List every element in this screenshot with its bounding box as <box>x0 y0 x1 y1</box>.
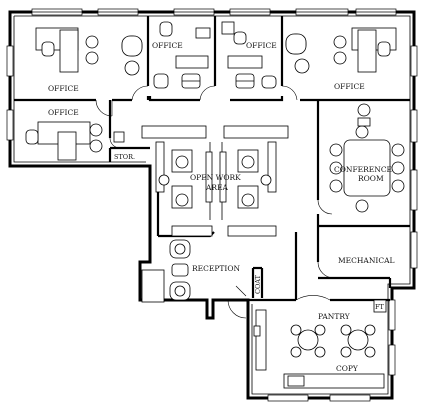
label-open-work-area-1: OPEN WORK <box>190 173 241 182</box>
room-labels: OFFICE OFFICE OFFICE OFFICE OFFICE STOR.… <box>48 41 395 373</box>
label-office-mid-left: OFFICE <box>48 108 79 117</box>
office-top-mid-right-furniture <box>221 21 277 89</box>
office-mid-left-furniture <box>25 121 125 161</box>
label-mechanical: MECHANICAL <box>338 256 395 265</box>
label-office-top-mid-right: OFFICE <box>246 41 277 50</box>
pantry-furniture <box>253 299 387 389</box>
label-pantry: PANTRY <box>318 312 351 321</box>
conference-room-furniture <box>329 103 405 213</box>
label-reception: RECEPTION <box>192 264 240 273</box>
label-office-top-mid-left: OFFICE <box>152 41 183 50</box>
label-storage: STOR. <box>114 153 135 161</box>
label-conference-2: ROOM <box>358 174 384 183</box>
label-pantry-fixture: FT <box>375 303 385 311</box>
label-office-top-left: OFFICE <box>48 84 79 93</box>
label-conference-1: CONFERENCE <box>334 165 392 174</box>
label-copy: COPY <box>336 364 359 373</box>
office-top-left-furniture <box>35 27 143 76</box>
label-open-work-area-2: AREA <box>205 183 229 192</box>
windows <box>6 8 418 402</box>
doors <box>95 85 335 319</box>
label-office-top-right: OFFICE <box>334 82 365 91</box>
open-work-area-furniture <box>141 125 289 237</box>
label-coat: COAT <box>254 274 262 294</box>
office-top-mid-left-furniture <box>153 21 211 89</box>
reception-furniture <box>141 239 191 303</box>
exterior-walls <box>8 10 416 400</box>
office-top-right-furniture <box>285 27 397 74</box>
